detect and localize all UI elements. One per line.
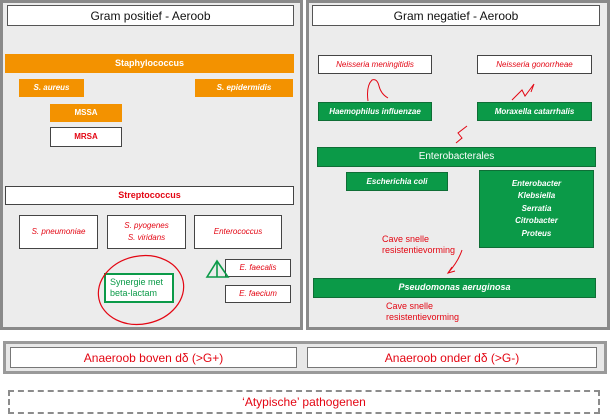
s-pneumoniae-box: S. pneumoniae	[19, 215, 98, 249]
haemophilus-box: Haemophilus influenzae	[318, 102, 432, 121]
enterobacter-group-box: Enterobacter Klebsiella Serratia Citroba…	[479, 170, 594, 248]
cave-note-2-line-1: Cave snelle	[386, 301, 434, 311]
cave-note-pseudomonas: Cave snelle resistentievorming	[386, 301, 486, 324]
cave-note-1-line-2: resistentievorming	[382, 245, 456, 256]
gram-positive-title: Gram positief - Aeroob	[7, 5, 294, 26]
mssa-box: MSSA	[50, 104, 122, 122]
synergie-line-1: Synergie met	[110, 276, 164, 287]
staphylococcus-box: Staphylococcus	[5, 54, 294, 73]
citrobacter-label: Citrobacter	[515, 216, 558, 226]
e-faecalis-box: E. faecalis	[225, 259, 291, 277]
s-aureus-box: S. aureus	[19, 79, 84, 97]
anaerobic-below-box: Anaeroob onder dδ (>G-)	[307, 347, 597, 368]
synergie-line-2: beta-lactam	[110, 288, 158, 298]
synergie-note: Synergie met beta-lactam	[104, 273, 174, 303]
cave-note-enterobacterales: Cave snelle resistentievorming	[382, 234, 482, 257]
enterobacterales-box: Enterobacterales	[317, 147, 596, 167]
s-viridans-label: S. viridans	[127, 233, 166, 242]
mrsa-box: MRSA	[50, 127, 122, 147]
neisseria-gonorrheae-box: Neisseria gonorrheae	[477, 55, 592, 74]
enterococcus-box: Enterococcus	[194, 215, 282, 249]
gram-negative-title: Gram negatief - Aeroob	[312, 5, 600, 26]
s-epidermidis-box: S. epidermidis	[195, 79, 293, 97]
streptococcus-box: Streptococcus	[5, 186, 294, 205]
anaerobic-above-box: Anaeroob boven dδ (>G+)	[10, 347, 297, 368]
klebsiella-label: Klebsiella	[517, 191, 556, 201]
serratia-label: Serratia	[521, 203, 552, 213]
moraxella-box: Moraxella catarrhalis	[477, 102, 592, 121]
cave-note-2-line-2: resistentievorming	[386, 312, 460, 323]
s-pyogenes-label: S. pyogenes	[124, 221, 169, 231]
e-faecium-box: E. faecium	[225, 285, 291, 303]
s-pyogenes-viridans-box: S. pyogenes S. viridans	[107, 215, 186, 249]
atypical-pathogens-box: ‘Atypische’ pathogenen	[8, 390, 600, 414]
neisseria-meningitidis-box: Neisseria meningitidis	[318, 55, 432, 74]
enterobacter-label: Enterobacter	[511, 179, 562, 189]
proteus-label: Proteus	[521, 228, 552, 238]
cave-note-1-line-1: Cave snelle	[382, 234, 430, 244]
escherichia-coli-box: Escherichia coli	[346, 172, 448, 191]
pseudomonas-box: Pseudomonas aeruginosa	[313, 278, 596, 298]
